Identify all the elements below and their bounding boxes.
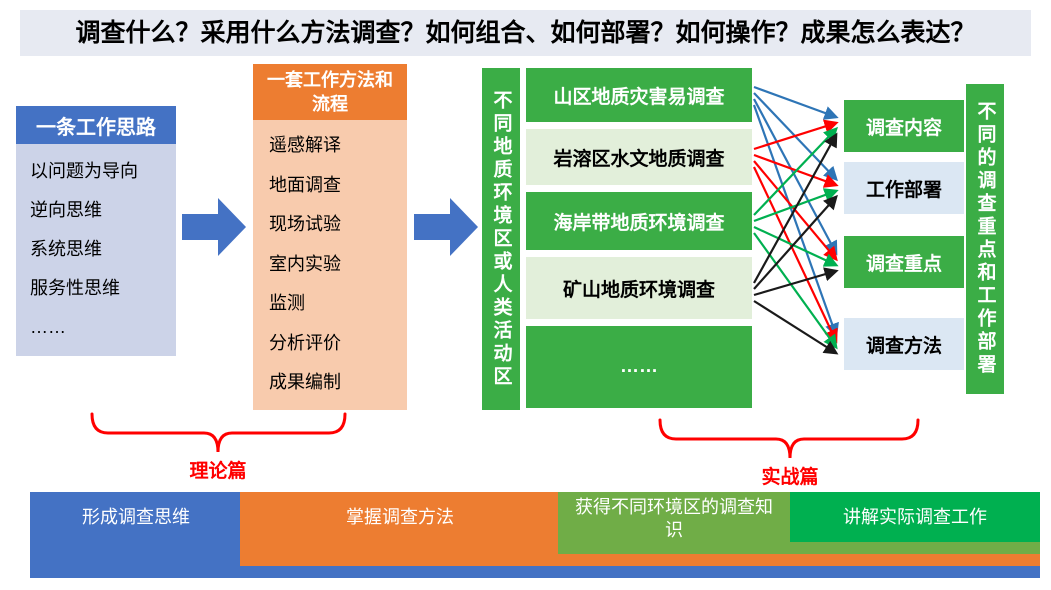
- bottom-bar-practice: [790, 492, 1040, 542]
- work-method-item: 地面调查: [269, 174, 341, 195]
- result-vertical-label: 不同的调查重点和工作部署: [974, 101, 996, 377]
- result-box-deployment: 工作部署: [844, 162, 964, 214]
- result-vertical-bar: 不同的调查重点和工作部署: [966, 84, 1004, 394]
- env-survey-box: 山区地质灾害易调查: [526, 68, 752, 122]
- bottom-bar-label: 获得不同环境区的调查知识: [575, 497, 773, 540]
- result-box-focus: 调查重点: [844, 236, 964, 288]
- result-box-content: 调查内容: [844, 100, 964, 152]
- practice-section-label: 实战篇: [761, 467, 819, 488]
- work-method-item: 室内实验: [269, 253, 341, 274]
- work-idea-item: 系统思维: [30, 239, 102, 259]
- work-idea-item: 逆向思维: [30, 200, 102, 220]
- work-method-panel: 遥感解译 地面调查 现场试验 室内实验 监测 分析评价 成果编制: [253, 120, 407, 410]
- brace-theory: [90, 412, 347, 453]
- env-zone-vertical-label: 不同地质环境区或人类活动区: [490, 89, 512, 389]
- result-box-method: 调查方法: [844, 318, 964, 370]
- arrow-right-icon: [182, 198, 246, 256]
- brace-practice: [658, 418, 920, 459]
- work-idea-item: ……: [30, 317, 66, 337]
- work-method-item: 成果编制: [269, 372, 341, 392]
- work-method-item: 遥感解译: [269, 135, 341, 155]
- work-method-item: 现场试验: [269, 214, 341, 234]
- work-method-item: 监测: [269, 293, 305, 313]
- env-zone-vertical-bar: 不同地质环境区或人类活动区: [482, 68, 520, 410]
- work-method-header: 一套工作方法和流程: [253, 64, 407, 120]
- env-survey-box: 海岸带地质环境调查: [526, 192, 752, 250]
- bottom-bar-label: 讲解实际调查工作: [843, 507, 987, 527]
- env-survey-list: 山区地质灾害易调查 岩溶区水文地质调查 海岸带地质环境调查 矿山地质环境调查 ……: [526, 68, 752, 408]
- work-idea-header: 一条工作思路: [16, 106, 176, 144]
- env-survey-box: ……: [526, 326, 752, 408]
- page-title: 调查什么？采用什么方法调查？如何组合、如何部署？如何操作？成果怎么表达？: [20, 10, 1031, 56]
- bottom-bar-label: 掌握调查方法: [346, 507, 454, 527]
- work-idea-item: 以问题为导向: [30, 161, 138, 181]
- work-idea-item: 服务性思维: [30, 278, 120, 298]
- env-survey-box: 岩溶区水文地质调查: [526, 129, 752, 185]
- arrow-right-icon: [414, 198, 478, 256]
- bottom-bar-label: 形成调查思维: [82, 507, 190, 527]
- theory-section-label: 理论篇: [189, 461, 247, 482]
- work-idea-panel: 以问题为导向 逆向思维 系统思维 服务性思维 ……: [16, 144, 176, 356]
- env-survey-box: 矿山地质环境调查: [526, 257, 752, 319]
- work-method-item: 分析评价: [269, 332, 341, 353]
